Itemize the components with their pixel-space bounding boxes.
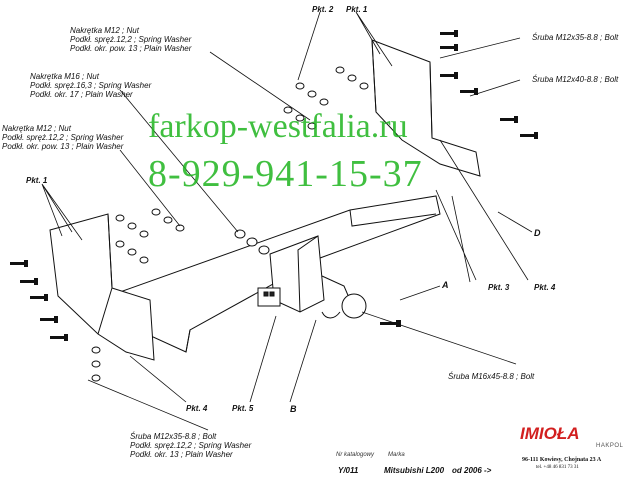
leader-lines xyxy=(41,11,533,431)
tow-ball-neck xyxy=(321,275,351,301)
pkt-4-bottom: Pkt. 4 xyxy=(186,404,208,413)
label-line: Śruba M12x35-8.8 ; Bolt xyxy=(130,432,217,441)
label-line: Podkł. okr. pow. 13 ; Plain Washer xyxy=(70,44,192,53)
label-bolt-m12x40: Śruba M12x40-8.8 ; Bolt xyxy=(532,75,619,84)
letter-d: D xyxy=(534,228,541,238)
label-line: Nakrętka M12 ; Nut xyxy=(2,124,71,133)
label-line: Podkł. okr. 13 ; Plain Washer xyxy=(130,450,233,459)
socket-plate xyxy=(257,287,281,307)
watermark-site: farkop-westfalia.ru xyxy=(148,108,408,145)
company-address: 96-111 Kowiesy, Chojnata 23 A xyxy=(522,457,602,463)
company-phone: tel. +48 46 831 73 31 xyxy=(536,465,579,470)
company-logo: IMIOŁA xyxy=(520,424,580,443)
label-bolt-m12x35-bottom: Śruba M12x35-8.8 ; Bolt Podkł. spręż.12,… xyxy=(130,432,251,459)
label-line: Podkł. spręż.12,2 ; Spring Washer xyxy=(70,35,192,44)
brand-label: Marka xyxy=(388,452,405,458)
pkt-4-right: Pkt. 4 xyxy=(534,283,556,292)
label-line: Nakrętka M16 ; Nut xyxy=(30,72,99,81)
label-line: Podkł. okr. 17 ; Plain Washer xyxy=(30,90,133,99)
vehicle-model: Mitsubishi L200 xyxy=(384,466,445,475)
pkt-3: Pkt. 3 xyxy=(488,283,510,292)
label-line: Podkł. okr. pow. 13 ; Plain Washer xyxy=(2,142,124,151)
label-nut-m12-left: Nakrętka M12 ; Nut Podkł. spręż.12,2 ; S… xyxy=(2,124,123,151)
label-line: Nakrętka M12 ; Nut xyxy=(70,26,139,35)
hardware-fasteners xyxy=(10,30,538,341)
label-bolt-m16x45: Śruba M16x45-8.8 ; Bolt xyxy=(448,372,535,381)
catalog-number: Y/011 xyxy=(338,466,359,475)
pkt-2-top: Pkt. 2 xyxy=(312,5,334,14)
letter-a: A xyxy=(442,280,449,290)
tow-ball xyxy=(341,293,367,319)
nut-washer-stack xyxy=(91,66,369,382)
letter-b: B xyxy=(290,404,297,414)
catalog-number-label: Nr katalogowy xyxy=(336,452,375,458)
model-year-range: od 2006 -> xyxy=(452,466,492,475)
pkt-1-top: Pkt. 1 xyxy=(346,5,368,14)
label-bolt-m12x35-right: Śruba M12x35-8.8 ; Bolt xyxy=(532,33,619,42)
company-sub-brand: HAKPOL xyxy=(596,443,624,449)
label-line: Podkł. spręż.16,3 ; Spring Washer xyxy=(30,81,152,90)
label-nut-m16: Nakrętka M16 ; Nut Podkł. spręż.16,3 ; S… xyxy=(30,72,151,99)
label-line: Podkł. spręż.12,2 ; Spring Washer xyxy=(2,133,124,142)
pkt-1-left: Pkt. 1 xyxy=(26,176,48,185)
label-line: Podkł. spręż.12,2 ; Spring Washer xyxy=(130,441,252,450)
watermark-phone: 8-929-941-15-37 xyxy=(148,153,423,195)
pkt-5: Pkt. 5 xyxy=(232,404,254,413)
label-nut-m12-top: Nakrętka M12 ; Nut Podkł. spręż.12,2 ; S… xyxy=(70,26,191,53)
